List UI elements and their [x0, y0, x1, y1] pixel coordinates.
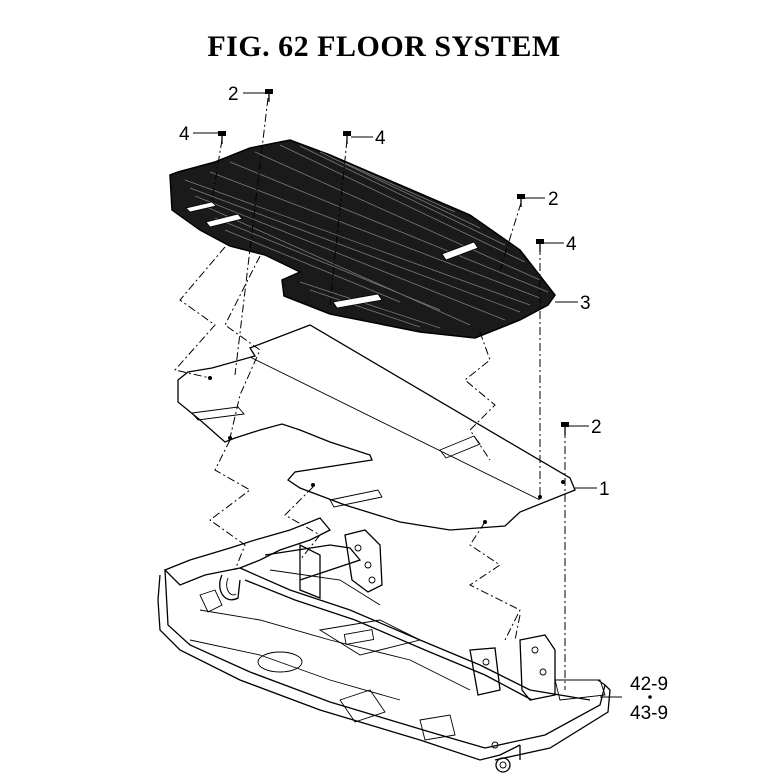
callout-screw-center: 4 [375, 128, 386, 149]
callout-frame-b: 43-9 [630, 703, 668, 724]
callout-screw-right: 4 [566, 234, 577, 255]
frame-assembly [157, 517, 611, 773]
callout-frame-a: 42-9 [630, 674, 668, 695]
callout-bolt-right: 2 [548, 189, 559, 210]
alignment-lines [174, 246, 521, 641]
fastener-axes [211, 97, 566, 690]
bolt-icon [265, 89, 273, 102]
callout-floor-mat: 3 [580, 293, 591, 314]
callout-bolt-lower: 2 [591, 417, 602, 438]
figure-title: FIG. 62 FLOOR SYSTEM [207, 30, 561, 63]
bolt-icon [561, 422, 569, 435]
floor-mat [169, 139, 556, 339]
callout-screw-left: 4 [179, 124, 190, 145]
callout-floor-plate: 1 [599, 479, 610, 500]
floor-plate [177, 324, 576, 531]
callout-leaders [193, 92, 652, 699]
screw-icon [536, 239, 544, 252]
fasteners [218, 89, 569, 435]
bolt-icon [517, 194, 525, 207]
callout-bolt-top: 2 [228, 84, 239, 105]
screw-icon [218, 131, 226, 144]
screw-icon [343, 131, 351, 144]
